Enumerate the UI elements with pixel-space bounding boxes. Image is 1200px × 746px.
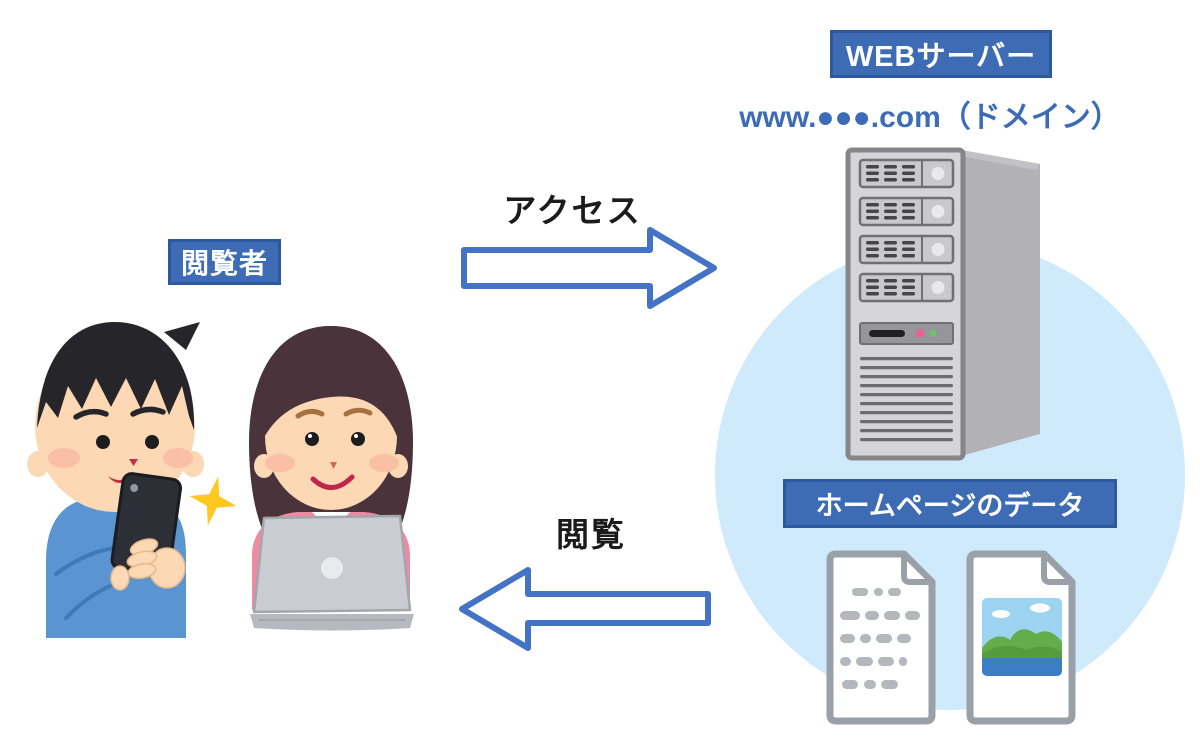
led-green [929,330,937,337]
right-arrow-icon [461,227,717,309]
browse-label: 閲覧 [556,516,626,553]
image-file-icon [966,550,1076,725]
laptop-icon [250,514,414,631]
web-server-label: WEBサーバー [830,30,1052,78]
text-lines [840,588,920,689]
landscape-picture [982,598,1062,676]
server-tower-icon [845,147,1040,461]
man-hair [37,322,195,430]
man-hand [110,538,186,591]
domain-text: www.●●●.com（ドメイン） [739,101,1121,134]
server-slot-panel [859,322,954,345]
man-with-smartphone-illustration [27,322,237,638]
woman-with-laptop-illustration [249,326,414,631]
server-side-panel [961,150,1040,456]
homepage-data-label: ホームページのデータ [783,479,1117,528]
text-file-icon [826,550,936,725]
sparkle-icon [189,476,237,526]
led-pink [916,329,924,338]
viewer-label: 閲覧者 [168,239,281,285]
left-arrow-icon [459,567,711,651]
server-drive-bays [858,158,955,303]
server-vents [860,357,953,442]
access-label: アクセス [503,192,642,229]
